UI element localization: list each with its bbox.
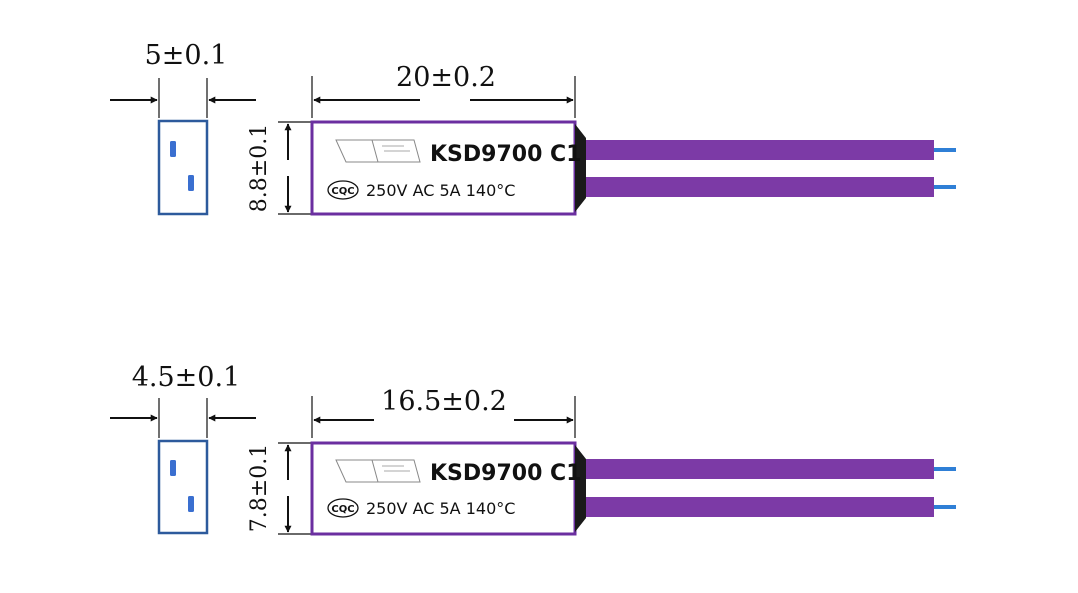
end-outline: [157, 439, 209, 535]
lead-wire: [586, 459, 934, 479]
thermal-fuse-logo-icon: [335, 459, 421, 483]
seal-cap: [575, 445, 586, 532]
rating-text: 250V AC 5A 140°C: [366, 181, 515, 200]
length-dimension: 20±0.2: [311, 62, 576, 118]
end-outline: [157, 119, 209, 216]
wire-tip: [934, 185, 956, 189]
model-text: KSD9700 C1: [430, 461, 582, 486]
end-view: 5±0.1: [110, 40, 256, 216]
thermal-fuse-logo-icon: [335, 139, 421, 163]
seal-cap: [575, 124, 586, 212]
svg-text:CQC: CQC: [331, 504, 354, 515]
diagram-1: 5±0.1 8.8±0.1 20±0.2: [110, 40, 956, 216]
length-dimension: 16.5±0.2: [311, 386, 576, 438]
end-width-label: 5±0.1: [145, 40, 228, 71]
lead-wires: [586, 459, 956, 517]
pin-icon: [188, 175, 194, 191]
height-label: 7.8±0.1: [247, 444, 272, 532]
height-dimension: 7.8±0.1: [247, 442, 312, 535]
diagram-2: 4.5±0.1 7.8±0.1 16.5±0.2: [110, 362, 956, 536]
lead-wire: [586, 177, 934, 197]
cqc-mark-icon: CQC: [327, 180, 359, 200]
height-label: 8.8±0.1: [247, 124, 272, 212]
model-text: KSD9700 C1: [430, 142, 582, 167]
lead-wire: [586, 497, 934, 517]
fuse-body: KSD9700 C1 CQC 250V AC 5A 140°C: [310, 120, 586, 216]
body-outline: [310, 120, 577, 216]
end-width-label: 4.5±0.1: [132, 362, 241, 393]
body-outline: [310, 441, 577, 536]
wire-tip: [934, 148, 956, 152]
length-label: 16.5±0.2: [381, 386, 507, 417]
cqc-mark-icon: CQC: [327, 498, 359, 518]
lead-wire: [586, 140, 934, 160]
height-dimension: 8.8±0.1: [247, 121, 312, 215]
pin-icon: [170, 460, 176, 476]
end-view: 4.5±0.1: [110, 362, 256, 535]
wire-tip: [934, 467, 956, 471]
pin-icon: [170, 141, 176, 157]
rating-text: 250V AC 5A 140°C: [366, 499, 515, 518]
fuse-body: KSD9700 C1 CQC 250V AC 5A 140°C: [310, 441, 586, 536]
lead-wires: [586, 140, 956, 197]
length-label: 20±0.2: [396, 62, 496, 93]
pin-icon: [188, 496, 194, 512]
svg-text:CQC: CQC: [331, 186, 354, 197]
wire-tip: [934, 505, 956, 509]
